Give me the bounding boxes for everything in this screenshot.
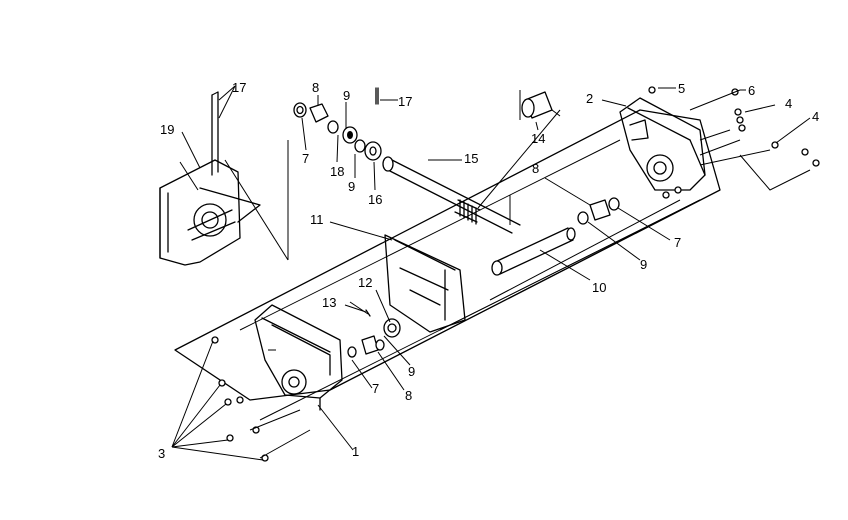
label-part-4a: 4 (785, 96, 792, 111)
label-part-8b: 8 (532, 161, 539, 176)
part-2-right-housing (619, 97, 706, 199)
label-part-15: 15 (464, 151, 478, 166)
screws-upper-right (648, 86, 820, 191)
label-part-8c: 8 (405, 388, 412, 403)
label-part-9d: 9 (408, 364, 415, 379)
label-part-8a: 8 (312, 80, 319, 95)
part-11-center-frame (384, 234, 466, 333)
screws-part-3 (171, 336, 311, 462)
label-part-11: 11 (310, 212, 324, 227)
label-part-19: 19 (160, 122, 174, 137)
label-part-7a: 7 (302, 151, 309, 166)
label-part-2: 2 (586, 91, 593, 106)
label-part-10: 10 (592, 280, 606, 295)
label-part-1: 1 (352, 444, 359, 459)
label-part-4b: 4 (812, 109, 819, 124)
part-15-shaft (382, 109, 561, 234)
right-middle-parts (544, 177, 671, 261)
label-part-16: 16 (368, 192, 382, 207)
label-part-5: 5 (678, 81, 685, 96)
label-part-13: 13 (322, 295, 336, 310)
label-part-14: 14 (531, 131, 545, 146)
part-19-side-plate (159, 91, 261, 266)
label-part-7b: 7 (674, 235, 681, 250)
small-parts-lower-center (344, 304, 401, 358)
part-17-left-leader (218, 85, 289, 261)
leader-lines (181, 87, 811, 451)
label-part-9b: 9 (348, 179, 355, 194)
part-labels: 1 2 3 4 4 5 6 7 7 7 8 8 8 9 9 9 9 10 11 … (158, 80, 819, 461)
label-part-9a: 9 (343, 88, 350, 103)
label-part-17a: 17 (232, 80, 246, 95)
label-part-12: 12 (358, 275, 372, 290)
label-part-3: 3 (158, 446, 165, 461)
label-part-17b: 17 (398, 94, 412, 109)
part-1-left-housing (254, 304, 343, 411)
part-10-tube (491, 227, 591, 281)
housing-outline (174, 109, 721, 421)
label-part-7c: 7 (372, 381, 379, 396)
label-part-6: 6 (748, 83, 755, 98)
part-14-bushing (519, 90, 561, 120)
small-parts-top-row (293, 87, 382, 161)
label-part-9c: 9 (640, 257, 647, 272)
label-part-18: 18 (330, 164, 344, 179)
